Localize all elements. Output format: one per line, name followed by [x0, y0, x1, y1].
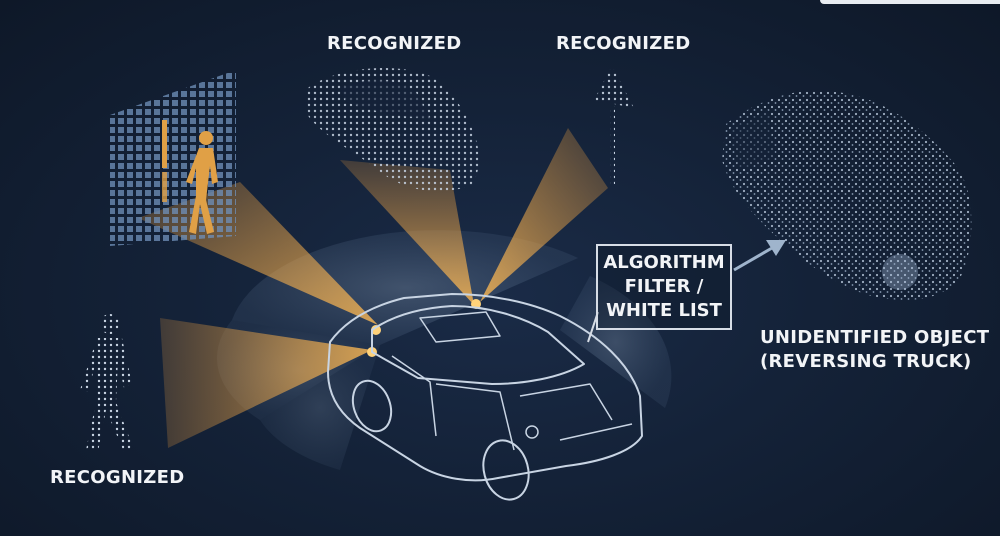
filter-line-1: ALGORITHM — [603, 252, 725, 273]
grid-panel — [110, 70, 236, 246]
label-car-recognized: RECOGNIZED — [327, 33, 462, 54]
sensor-car-icon — [327, 293, 643, 501]
label-pedestrian-recognized: RECOGNIZED — [50, 467, 185, 488]
label-unidentified-line-1: UNIDENTIFIED OBJECT — [760, 327, 990, 348]
corner-strip — [820, 0, 1000, 4]
walking-pedestrian-icon — [80, 314, 134, 452]
algorithm-filter-box: ALGORITHM FILTER / WHITE LIST — [596, 244, 732, 330]
label-sign-recognized: RECOGNIZED — [556, 33, 691, 54]
filter-line-2: FILTER / — [624, 276, 704, 297]
label-unidentified-object: UNIDENTIFIED OBJECT (REVERSING TRUCK) — [760, 326, 990, 374]
arrow-icon — [733, 240, 786, 272]
truck-icon — [722, 90, 972, 301]
filter-line-3: WHITE LIST — [606, 300, 722, 321]
label-unidentified-line-2: (REVERSING TRUCK) — [760, 351, 972, 372]
road-sign-icon — [594, 66, 634, 184]
parked-car-icon — [306, 67, 479, 192]
pedestrian-icon — [186, 131, 218, 234]
